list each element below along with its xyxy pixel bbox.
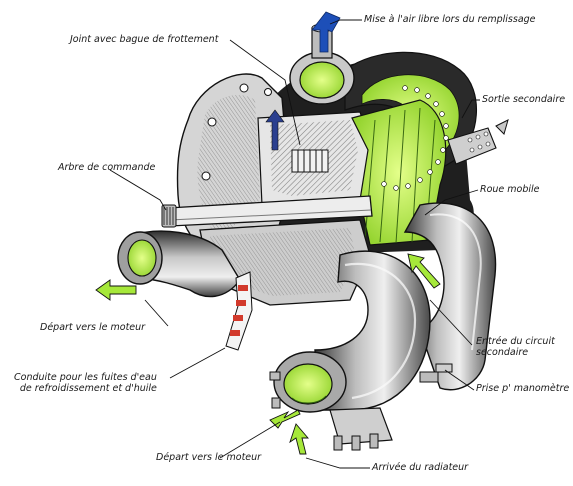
secondary-outlet-arrow	[495, 119, 509, 135]
fittings	[269, 371, 439, 451]
bottom-outlet-opening	[283, 363, 333, 405]
housing-group	[117, 23, 509, 451]
leader-depart1	[144, 299, 169, 327]
leader-mise-air	[329, 19, 362, 25]
leader-sortie	[461, 99, 480, 119]
leader-entree	[429, 299, 473, 346]
leader-arbre	[109, 169, 167, 211]
radiator-arrow	[289, 423, 309, 455]
inner-flow-arrow	[265, 109, 285, 151]
label-arbre: Arbre de commande	[58, 162, 156, 173]
leader-roue	[424, 189, 479, 216]
leader-arrivee	[305, 457, 370, 469]
label-prise-manometre: Prise p' manomètre	[476, 383, 570, 394]
label-joint: Joint avec bague de frottement	[70, 34, 219, 45]
label-depart-moteur-2: Départ vers le moteur	[156, 452, 262, 463]
label-conduite-line1: Conduite pour les fuites d'eau	[14, 372, 157, 383]
vent-arrow-blue	[311, 11, 341, 53]
perforated-ring	[381, 85, 449, 191]
leader-joint	[229, 39, 301, 146]
pressure-tap	[435, 363, 453, 373]
label-entree-circuit: Entrée du circuit secondaire	[476, 336, 555, 358]
leader-lines	[109, 19, 480, 469]
left-outlet-arrow	[95, 279, 137, 301]
label-mise-air: Mise à l'air libre lors du remplissage	[364, 14, 536, 25]
leader-prise	[444, 369, 475, 391]
leader-conduite	[169, 347, 226, 379]
label-roue: Roue mobile	[480, 184, 540, 195]
secondary-inlet-arrow	[407, 253, 441, 289]
label-depart-moteur-1: Départ vers le moteur	[40, 322, 146, 333]
secondary-outlet-stub	[447, 127, 497, 165]
label-entree-line1: Entrée du circuit	[476, 336, 555, 347]
left-outlet-opening	[127, 239, 157, 277]
label-arrivee-radiateur: Arrivée du radiateur	[372, 462, 469, 473]
label-conduite-line2: de refroidissement et d'huile	[19, 383, 157, 394]
label-sortie-secondaire: Sortie secondaire	[482, 94, 566, 105]
label-entree-line2: secondaire	[476, 347, 529, 358]
label-conduite: Conduite pour les fuites d'eau de refroi…	[14, 372, 157, 394]
leader-depart2	[219, 421, 281, 459]
vent-pipe-opening	[299, 61, 345, 99]
